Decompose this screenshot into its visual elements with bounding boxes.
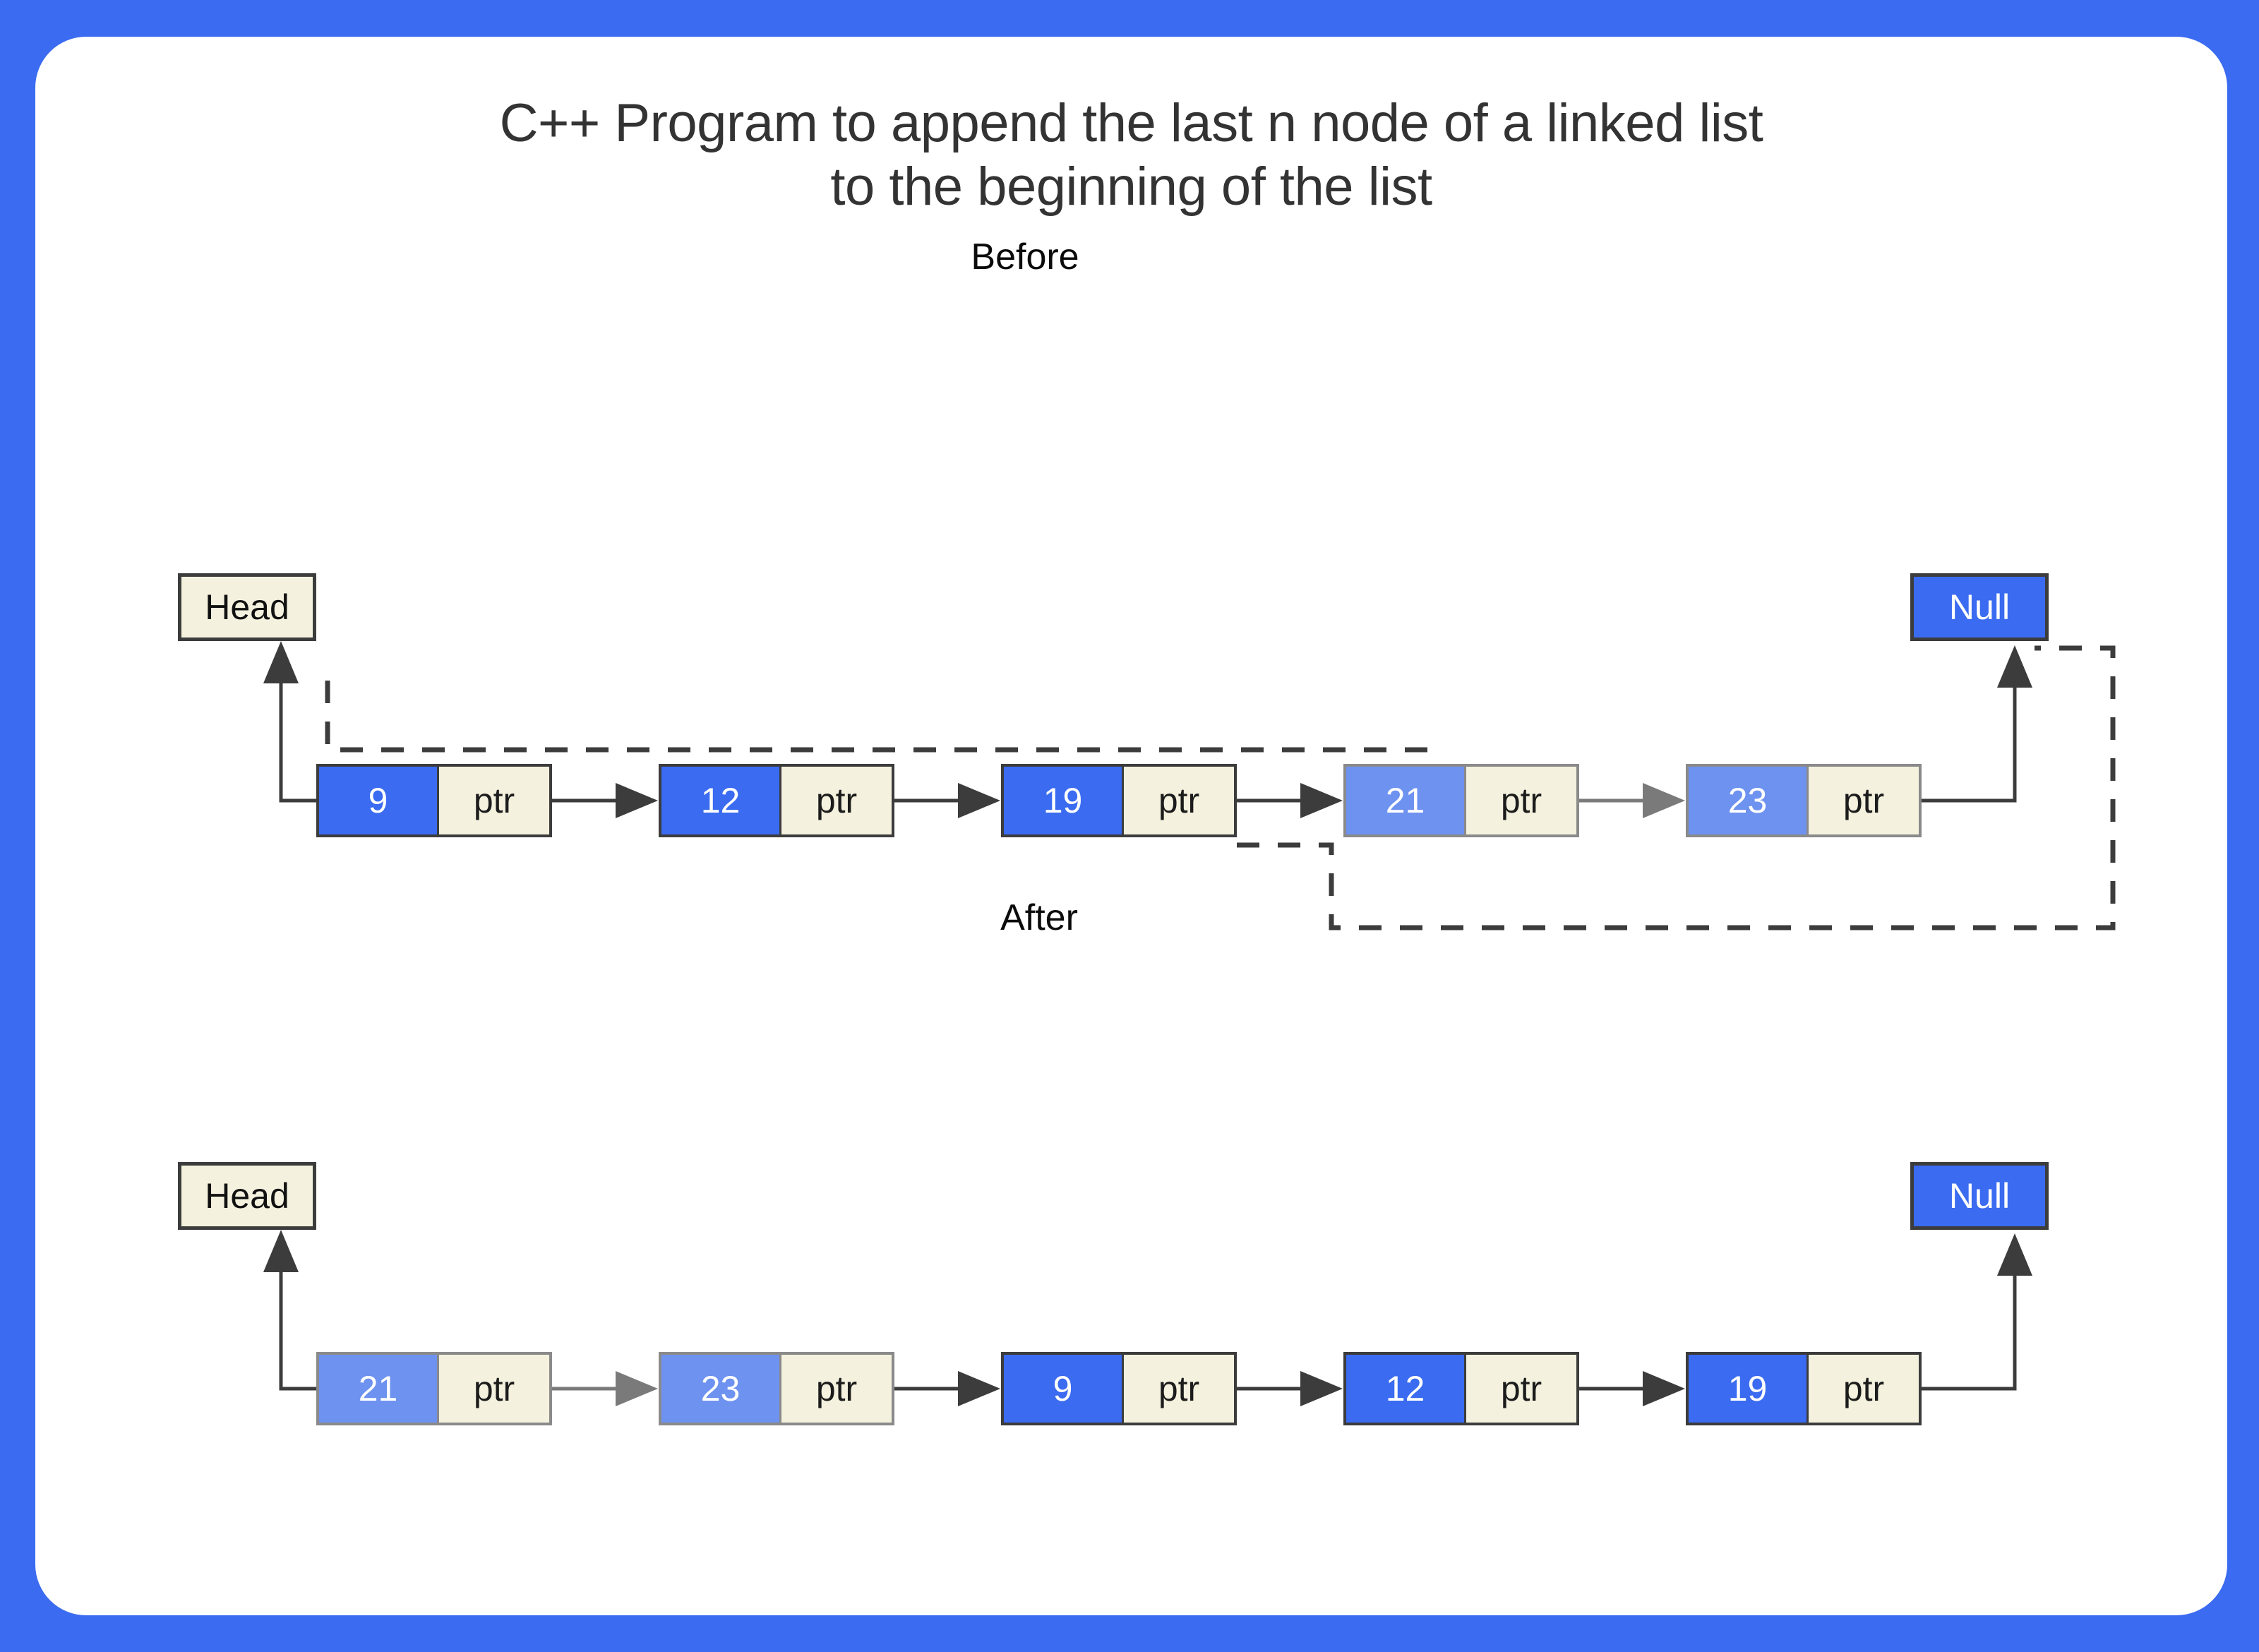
after-null-label: Null <box>1948 1176 2011 1216</box>
after-node-3: 12 ptr <box>1343 1352 1579 1425</box>
node-value: 21 <box>319 1355 439 1423</box>
before-node-2: 19 ptr <box>1001 764 1237 837</box>
after-head-label: Head <box>205 1176 289 1216</box>
connector-layer-before <box>263 641 2116 930</box>
before-head-box: Head <box>178 573 316 641</box>
before-head-label: Head <box>205 587 289 627</box>
node-ptr: ptr <box>1809 1355 1919 1423</box>
node-ptr: ptr <box>1809 767 1919 834</box>
node-ptr: ptr <box>439 1355 549 1423</box>
after-node-1: 23 ptr <box>659 1352 894 1425</box>
before-null-arrow <box>1921 645 2032 803</box>
node-ptr: ptr <box>439 767 549 834</box>
node-value: 9 <box>1004 1355 1124 1423</box>
before-null-label: Null <box>1948 587 2011 627</box>
before-node-3: 21 ptr <box>1343 764 1579 837</box>
node-ptr: ptr <box>1124 1355 1234 1423</box>
connector-layer-after <box>263 1230 2032 1406</box>
node-ptr: ptr <box>1124 767 1234 834</box>
node-ptr: ptr <box>1466 767 1576 834</box>
node-value: 9 <box>319 767 439 834</box>
section-label-before: Before <box>971 237 1079 277</box>
node-ptr: ptr <box>1466 1355 1576 1423</box>
node-value: 21 <box>1346 767 1466 834</box>
node-value: 19 <box>1689 1355 1809 1423</box>
before-node-1: 12 ptr <box>659 764 894 837</box>
page-title: C++ Program to append the last n node of… <box>35 92 2227 218</box>
node-value: 12 <box>661 767 781 834</box>
node-ptr: ptr <box>781 767 892 834</box>
before-head-arrow <box>263 641 316 803</box>
before-null-box: Null <box>1910 573 2049 641</box>
title-line-1: C++ Program to append the last n node of… <box>499 93 1763 153</box>
before-node-0: 9 ptr <box>316 764 552 837</box>
after-node-2: 9 ptr <box>1001 1352 1237 1425</box>
before-dashed-head-to-21 <box>325 681 1433 762</box>
after-node-4: 19 ptr <box>1686 1352 1922 1425</box>
after-head-box: Head <box>178 1162 316 1230</box>
after-node-0: 21 ptr <box>316 1352 552 1425</box>
after-null-box: Null <box>1910 1162 2049 1230</box>
section-label-after: After <box>1000 897 1078 938</box>
node-value: 23 <box>661 1355 781 1423</box>
diagram-canvas: C++ Program to append the last n node of… <box>35 37 2227 1615</box>
node-value: 23 <box>1689 767 1809 834</box>
after-head-arrow <box>263 1230 316 1391</box>
title-line-2: to the beginning of the list <box>830 156 1432 217</box>
before-node-4: 23 ptr <box>1686 764 1922 837</box>
node-value: 12 <box>1346 1355 1466 1423</box>
node-value: 19 <box>1004 767 1124 834</box>
node-ptr: ptr <box>781 1355 892 1423</box>
after-null-arrow <box>1921 1233 2032 1391</box>
